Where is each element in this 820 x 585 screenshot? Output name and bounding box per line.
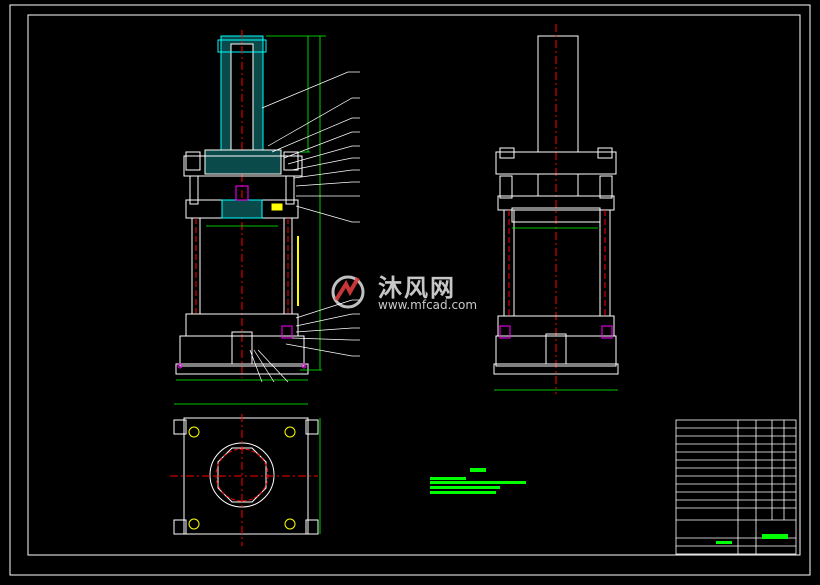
title-block — [675, 419, 797, 555]
side-view — [493, 24, 619, 394]
outer-frame — [9, 4, 811, 576]
watermark-url: www.mfcad.com — [378, 298, 478, 312]
technical-notes — [430, 468, 526, 494]
front-section-view — [175, 30, 309, 378]
part-leaders — [249, 71, 360, 383]
mfcad-logo-icon — [331, 275, 365, 309]
plan-view — [170, 403, 321, 546]
watermark: 沐风网 www.mfcad.com — [328, 266, 498, 316]
watermark-site-name: 沐风网 — [378, 274, 456, 302]
inner-frame — [27, 14, 801, 556]
